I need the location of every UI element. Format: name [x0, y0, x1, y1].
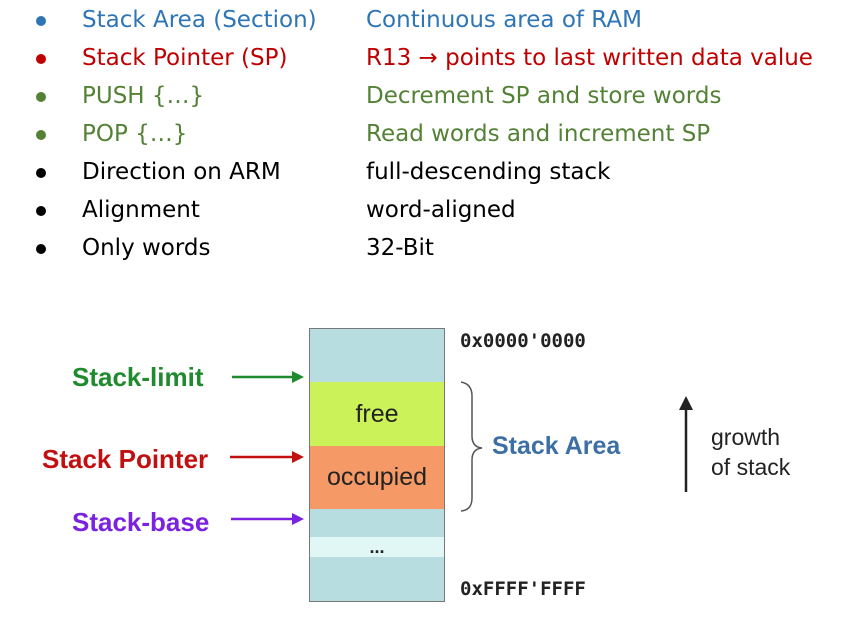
- bullet-dot-icon: [36, 244, 46, 254]
- bullet-term: Direction on ARM: [82, 159, 281, 185]
- bullet-term: POP {…}: [82, 121, 188, 147]
- address-top: 0x0000'0000: [460, 330, 586, 352]
- occupied-block-label: occupied: [326, 463, 428, 491]
- diagram-overlay: [230, 371, 693, 525]
- bullet-term: Stack Area (Section): [82, 7, 317, 33]
- bullet-row-only-words: Only words 32-Bit: [0, 232, 856, 270]
- growth-line-2: of stack: [711, 454, 791, 480]
- bullet-description: 32-Bit: [366, 235, 434, 261]
- ellipsis-label: ...: [369, 536, 385, 557]
- bullet-row-pop: POP {…} Read words and increment SP: [0, 118, 856, 156]
- free-block: free: [310, 382, 444, 446]
- bullet-description: full-descending stack: [366, 159, 611, 185]
- stack-pointer-arrow-icon: [230, 451, 304, 463]
- bullet-row-alignment: Alignment word-aligned: [0, 194, 856, 232]
- bullet-row-direction: Direction on ARM full-descending stack: [0, 156, 856, 194]
- occupied-block: occupied: [310, 446, 444, 509]
- growth-line-1: growth: [711, 424, 781, 450]
- bullet-dot-icon: [36, 130, 46, 140]
- right-curly-brace-icon: [460, 381, 483, 512]
- address-bottom: 0xFFFF'FFFF: [460, 578, 586, 600]
- bullet-description: word-aligned: [366, 197, 516, 223]
- bullet-term: Stack Pointer (SP): [82, 45, 288, 71]
- stack-limit-label: Stack-limit: [72, 362, 204, 392]
- bullet-row-push: PUSH {…} Decrement SP and store words: [0, 80, 856, 118]
- bullet-row-stack-area: Stack Area (Section) Continuous area of …: [0, 4, 856, 42]
- stack-limit-arrow-icon: [232, 371, 304, 383]
- bullet-dot-icon: [36, 54, 46, 64]
- memory-column: free occupied ...: [309, 328, 445, 602]
- bullet-dot-icon: [36, 206, 46, 216]
- bullet-description: Continuous area of RAM: [366, 7, 642, 33]
- stack-pointer-label: Stack Pointer: [42, 444, 209, 474]
- bullet-term: Alignment: [82, 197, 200, 223]
- bullet-dot-icon: [36, 92, 46, 102]
- bullet-term: PUSH {…}: [82, 83, 205, 109]
- growth-up-arrow-icon: [679, 396, 693, 492]
- stack-base-arrow-icon: [231, 513, 304, 525]
- stack-diagram: Stack-limit Stack Pointer Stack-base fre…: [0, 300, 856, 625]
- stack-area-label: Stack Area: [492, 432, 621, 460]
- bullet-description: R13 → points to last written data value: [366, 45, 813, 71]
- ellipsis-block: ...: [310, 537, 444, 557]
- bullet-description: Read words and increment SP: [366, 121, 711, 147]
- stack-base-label: Stack-base: [72, 507, 210, 537]
- free-block-label: free: [355, 399, 399, 428]
- bullet-dot-icon: [36, 168, 46, 178]
- bullet-row-stack-pointer: Stack Pointer (SP) R13 → points to last …: [0, 42, 856, 80]
- bullet-description: Decrement SP and store words: [366, 83, 722, 109]
- bullet-dot-icon: [36, 16, 46, 26]
- bullet-term: Only words: [82, 235, 211, 261]
- growth-of-stack-label: growth of stack: [711, 422, 790, 482]
